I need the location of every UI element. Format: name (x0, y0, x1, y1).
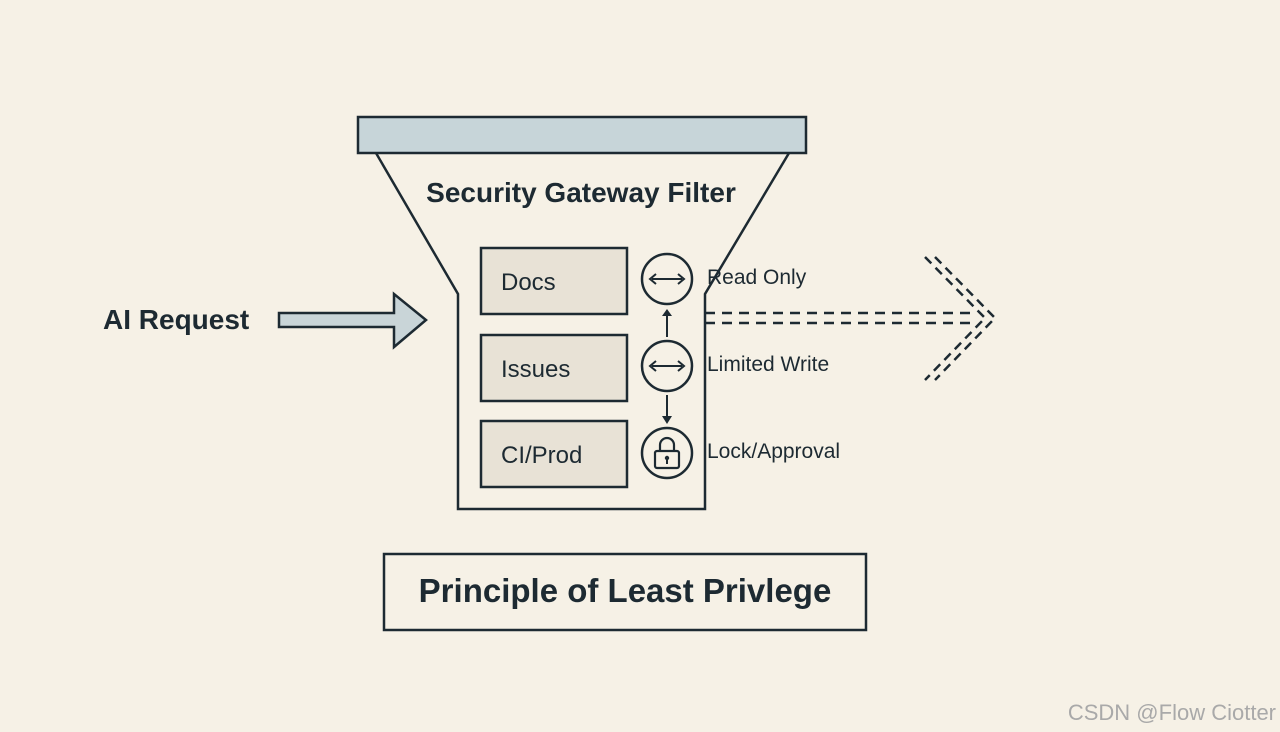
access-label-read-only: Read Only (707, 266, 807, 289)
request-label: AI Request (103, 304, 249, 335)
resource-ci-prod: CI/Prod (479, 419, 629, 489)
dashed-output-arrow (705, 256, 997, 381)
resource-issues: Issues (479, 333, 629, 403)
bidirectional-arrow-icon (640, 252, 694, 306)
resource-box (479, 333, 629, 403)
resource-docs: Docs (479, 246, 629, 316)
principle-label: Principle of Least Privlege (419, 572, 832, 609)
request-arrow (277, 291, 428, 350)
access-label-limited-write: Limited Write (707, 353, 829, 376)
resource-box (479, 419, 629, 489)
resource-box (479, 246, 629, 316)
principle-box: Principle of Least Privlege (382, 552, 868, 632)
down-arrow-icon (662, 395, 672, 424)
funnel-body (374, 152, 791, 511)
funnel-top-bar (356, 115, 808, 155)
watermark-text: CSDN @Flow Ciotter (1068, 700, 1276, 725)
resource-label: CI/Prod (501, 442, 582, 469)
padlock-icon (640, 426, 694, 480)
bidirectional-arrow-icon (640, 339, 694, 393)
access-label-lock-approval: Lock/Approval (707, 440, 840, 463)
resource-label: Issues (501, 356, 570, 383)
resource-label: Docs (501, 269, 556, 296)
up-arrow-icon (662, 309, 672, 337)
gateway-title: Security Gateway Filter (426, 177, 736, 208)
